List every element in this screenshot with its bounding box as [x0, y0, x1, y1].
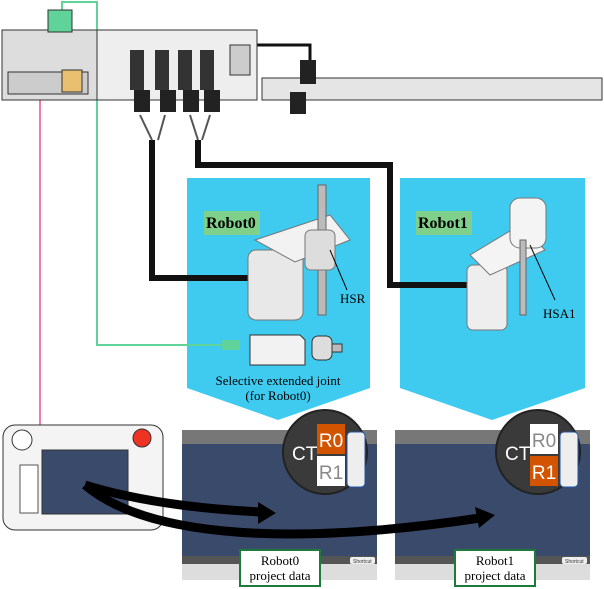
robot1-project-line2: project data [465, 568, 526, 583]
robot0-label: Robot0 [206, 215, 256, 232]
arrow-to-robot0 [83, 480, 263, 517]
arrowhead-robot1 [475, 507, 495, 528]
r1-button[interactable]: R1 [532, 463, 556, 484]
extended-joint-illustration [222, 334, 343, 366]
robot0-model: HSR [340, 291, 366, 306]
robot1-project-line1: Robot1 [476, 553, 514, 568]
robot0-illustration [247, 184, 351, 321]
r0-button[interactable]: R0 [532, 431, 556, 452]
shortcut-label: Shortcut [353, 559, 372, 565]
green-cable [61, 1, 230, 346]
r1-button[interactable]: R1 [319, 463, 343, 484]
arrowhead-robot0 [258, 502, 276, 524]
r0-button[interactable]: R0 [319, 431, 343, 452]
robot0-cable [149, 140, 262, 281]
ct-label: CT [292, 444, 318, 465]
shortcut-button[interactable] [562, 557, 587, 564]
robot0-project-line1: Robot0 [261, 553, 299, 568]
robot1-cable [195, 140, 470, 288]
shortcut-label: Shortcut [565, 559, 584, 565]
shortcut-button[interactable] [350, 557, 375, 564]
controller [1, 9, 603, 114]
arrow-to-robot1 [82, 481, 481, 539]
ct-label: CT [505, 444, 531, 465]
magnifier-robot0: CT R0 R1 [282, 409, 368, 495]
robot1-label: Robot1 [418, 215, 468, 232]
magnifier-robot1: CT R0 R1 [495, 409, 581, 495]
joint-label-line1: Selective extended joint [216, 373, 341, 388]
robot1-model: HSA1 [543, 306, 576, 321]
joint-label-line2: (for Robot0) [245, 388, 310, 403]
robot1-illustration [466, 197, 547, 331]
robot0-project-line2: project data [250, 568, 311, 583]
